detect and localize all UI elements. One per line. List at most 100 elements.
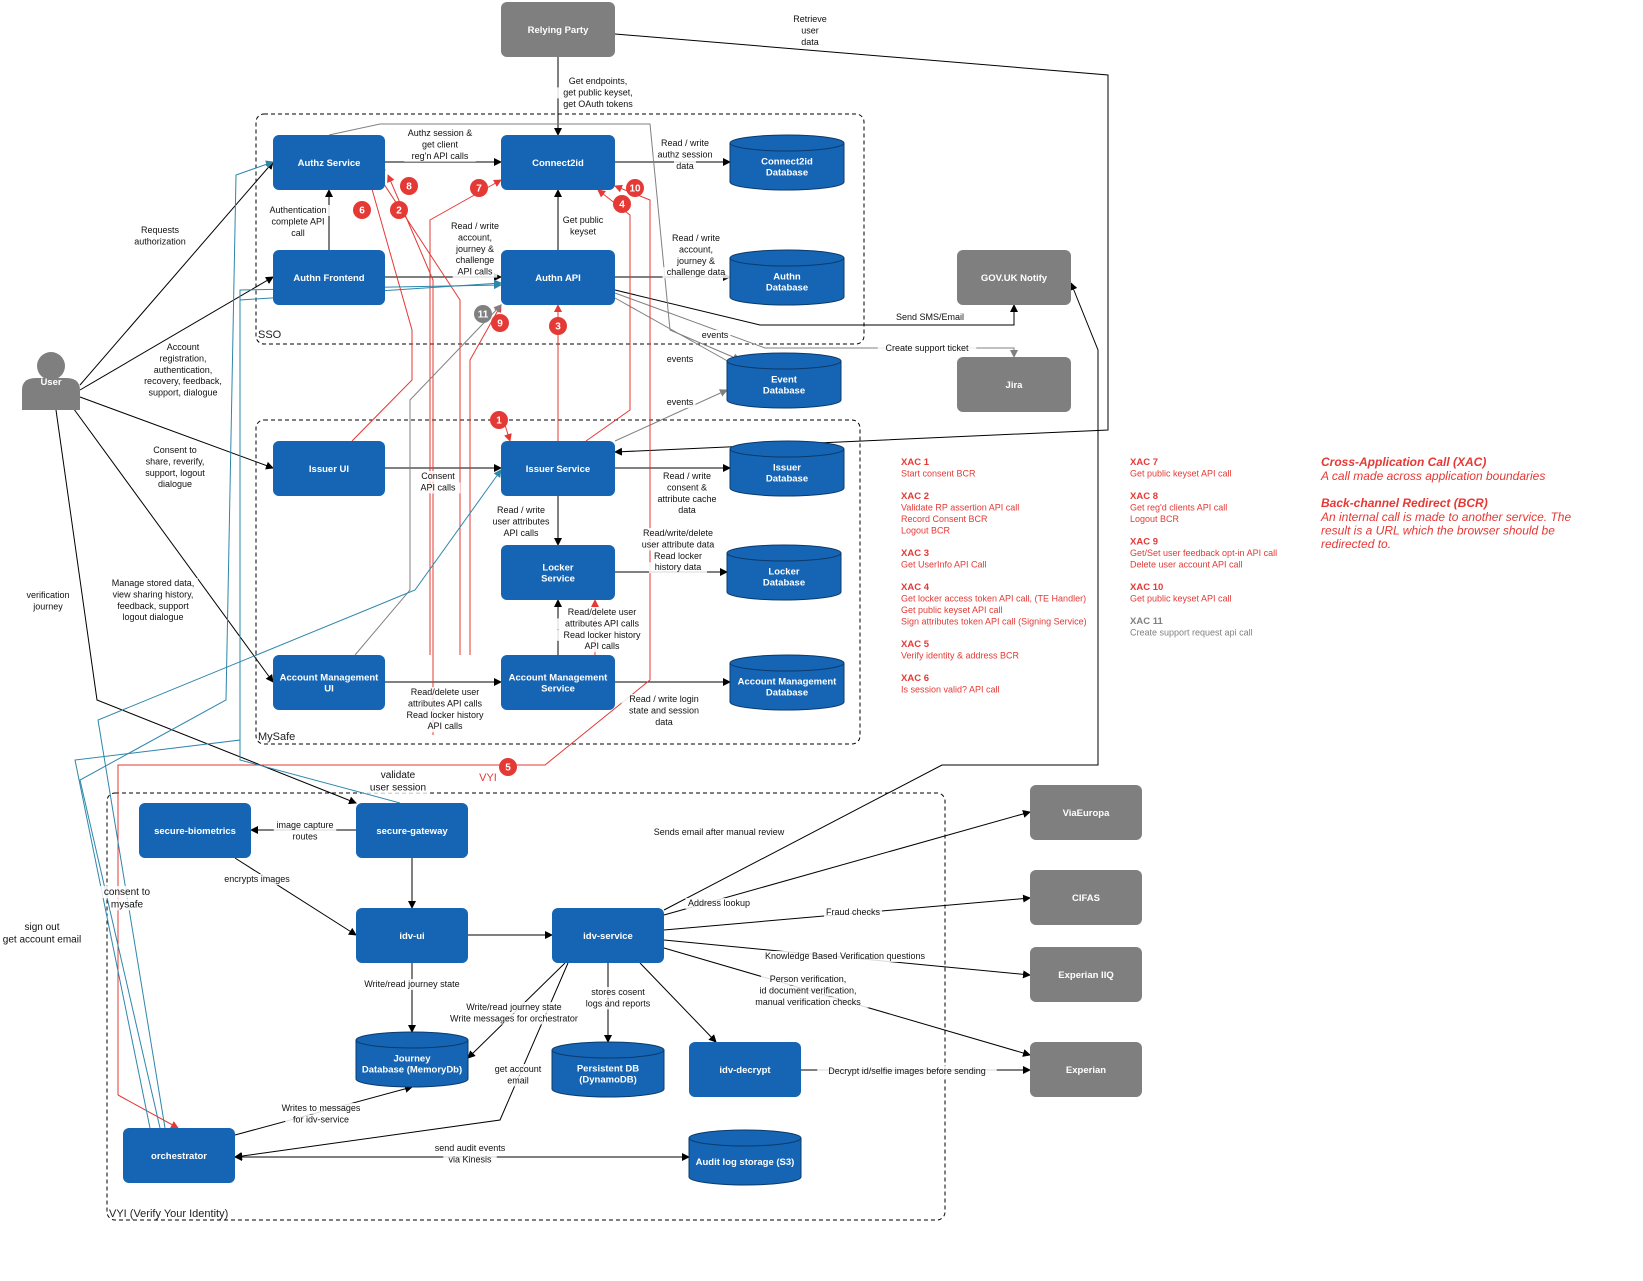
legend-right-line-1-0: Get reg'd clients API call bbox=[1130, 503, 1227, 513]
issuer-database-label: Database bbox=[766, 474, 808, 485]
label-writes-messages: Writes to messages bbox=[282, 1103, 361, 1113]
locker-service-label: Service bbox=[541, 574, 575, 585]
label-requests-authorization: Requests bbox=[141, 225, 180, 235]
sso-zone bbox=[255, 113, 865, 345]
label-rw-consent: Read / write bbox=[663, 471, 711, 481]
issuer-service-label: Issuer Service bbox=[526, 464, 590, 475]
legend-left-head-5: XAC 6 bbox=[901, 673, 929, 684]
svg-text:3: 3 bbox=[555, 322, 561, 333]
label-account-registration: authentication, bbox=[154, 365, 213, 375]
legend-left-head-3: XAC 4 bbox=[901, 582, 930, 593]
authz-service-label: Authz Service bbox=[298, 158, 361, 169]
connect2id: Connect2id bbox=[501, 135, 615, 190]
xac-badge-9: 9 bbox=[491, 314, 509, 332]
legend-left-head-0: XAC 1 bbox=[901, 457, 930, 468]
label-consent-dialogue: share, reverify, bbox=[146, 456, 205, 466]
xac-definition-title: Cross-Application Call (XAC) bbox=[1321, 455, 1486, 469]
edge-xac6 bbox=[351, 174, 413, 442]
edge-idvsvc-notify bbox=[663, 282, 1099, 911]
label-manage-stored-data: feedback, support bbox=[117, 601, 189, 611]
label-rw-account-journey: API calls bbox=[457, 267, 493, 277]
label-read-write-authz: data bbox=[676, 161, 694, 171]
legend-right-head-0: XAC 7 bbox=[1130, 457, 1158, 468]
label-rw-account-journey-data: journey & bbox=[676, 256, 715, 266]
edge-idvsvc-viaeuropa bbox=[663, 810, 1031, 916]
edge-orch-issuer bbox=[97, 469, 502, 1129]
svg-text:11: 11 bbox=[478, 310, 489, 321]
label-auth-complete: complete API bbox=[271, 216, 324, 226]
event-database-label: Database bbox=[763, 386, 805, 397]
idv-decrypt-label: idv-decrypt bbox=[719, 1065, 771, 1076]
label-retrieve-user-data: data bbox=[801, 37, 819, 47]
label-read-write-authz: Read / write bbox=[661, 138, 709, 148]
account-management-service-label: Account Management bbox=[509, 673, 609, 684]
label-authz-session: reg'n API calls bbox=[412, 151, 469, 161]
label-write-read-journey-2: Write messages for orchestrator bbox=[450, 1013, 578, 1023]
svg-text:8: 8 bbox=[406, 182, 412, 193]
xac-badge-3: 3 bbox=[549, 317, 567, 335]
label-account-registration: support, dialogue bbox=[148, 388, 217, 398]
label-get-public-keyset: keyset bbox=[570, 226, 597, 236]
edge-xac5-orch bbox=[117, 1094, 179, 1129]
account-management-ui-label: Account Management bbox=[280, 673, 380, 684]
label-account-registration: Account bbox=[167, 342, 200, 352]
label-writes-messages: for idv-service bbox=[293, 1114, 349, 1124]
audit-log-storage: Audit log storage (S3) bbox=[688, 1129, 802, 1186]
label-events-2: events bbox=[667, 354, 694, 364]
bcr-definition-desc-1: result is a URL which the browser should… bbox=[1321, 524, 1555, 538]
edge-xac9 bbox=[469, 304, 502, 655]
authn-api-label: Authn API bbox=[535, 273, 581, 284]
label-validate-user-session: user session bbox=[370, 782, 426, 793]
label-kbv: Knowledge Based Verification questions bbox=[765, 951, 926, 961]
vyi-zone-label: VYI (Verify Your Identity) bbox=[109, 1208, 228, 1220]
svg-text:2: 2 bbox=[396, 206, 402, 217]
edge-xac8 bbox=[376, 169, 461, 655]
xac-badge-8: 8 bbox=[400, 177, 418, 195]
label-authz-session: Authz session & bbox=[408, 128, 473, 138]
bcr-definition-desc-2: redirected to. bbox=[1321, 537, 1391, 551]
legend-left-head-2: XAC 3 bbox=[901, 548, 929, 559]
label-events-3: events bbox=[667, 397, 694, 407]
viaeuropa-label: ViaEuropa bbox=[1063, 808, 1111, 819]
label-rd-user-attr-api: attributes API calls bbox=[565, 618, 640, 628]
locker-database-label: Database bbox=[763, 578, 805, 589]
label-get-account-email: email bbox=[507, 1075, 529, 1085]
label-encrypts-images: encrypts images bbox=[224, 874, 290, 884]
authn-database-label: Authn bbox=[773, 272, 801, 283]
label-manage-stored-data: view sharing history, bbox=[113, 589, 194, 599]
idv-service: idv-service bbox=[552, 908, 664, 963]
govuk-notify: GOV.UK Notify bbox=[957, 250, 1071, 305]
label-consent-dialogue: dialogue bbox=[158, 479, 192, 489]
label-rw-account-journey-data: challenge data bbox=[667, 267, 726, 277]
label-auth-complete: Authentication bbox=[269, 205, 326, 215]
label-manage-stored-data: logout dialogue bbox=[122, 612, 183, 622]
label-rw-user-attributes: API calls bbox=[503, 528, 539, 538]
label-account-registration: recovery, feedback, bbox=[144, 376, 222, 386]
legend-left-head-1: XAC 2 bbox=[901, 491, 929, 502]
label-get-public-keyset: Get public bbox=[563, 215, 604, 225]
experian: Experian bbox=[1030, 1042, 1142, 1097]
label-rw-user-attributes: user attributes bbox=[492, 516, 550, 526]
secure-gateway-label: secure-gateway bbox=[376, 826, 448, 837]
legend-right-head-2: XAC 9 bbox=[1130, 537, 1158, 548]
label-rw-account-journey-data: account, bbox=[679, 244, 713, 254]
svg-text:1: 1 bbox=[496, 416, 502, 427]
orchestrator-label: orchestrator bbox=[151, 1151, 207, 1162]
legend-left-line-2-0: Get UserInfo API Call bbox=[901, 560, 987, 570]
svg-text:4: 4 bbox=[619, 200, 625, 211]
label-rw-account-journey-data: Read / write bbox=[672, 233, 720, 243]
issuer-ui: Issuer UI bbox=[273, 441, 385, 496]
label-send-audit-events: via Kinesis bbox=[448, 1154, 492, 1164]
label-rw-account-journey: journey & bbox=[455, 244, 494, 254]
label-person-verification: manual verification checks bbox=[755, 997, 861, 1007]
xac-definition-desc: A call made across application boundarie… bbox=[1320, 469, 1545, 483]
svg-text:9: 9 bbox=[497, 319, 503, 330]
legend-left-line-5-0: Is session valid? API call bbox=[901, 685, 1000, 695]
label-rw-user-attributes: Read / write bbox=[497, 505, 545, 515]
legend-left-line-1-1: Record Consent BCR bbox=[901, 514, 988, 524]
